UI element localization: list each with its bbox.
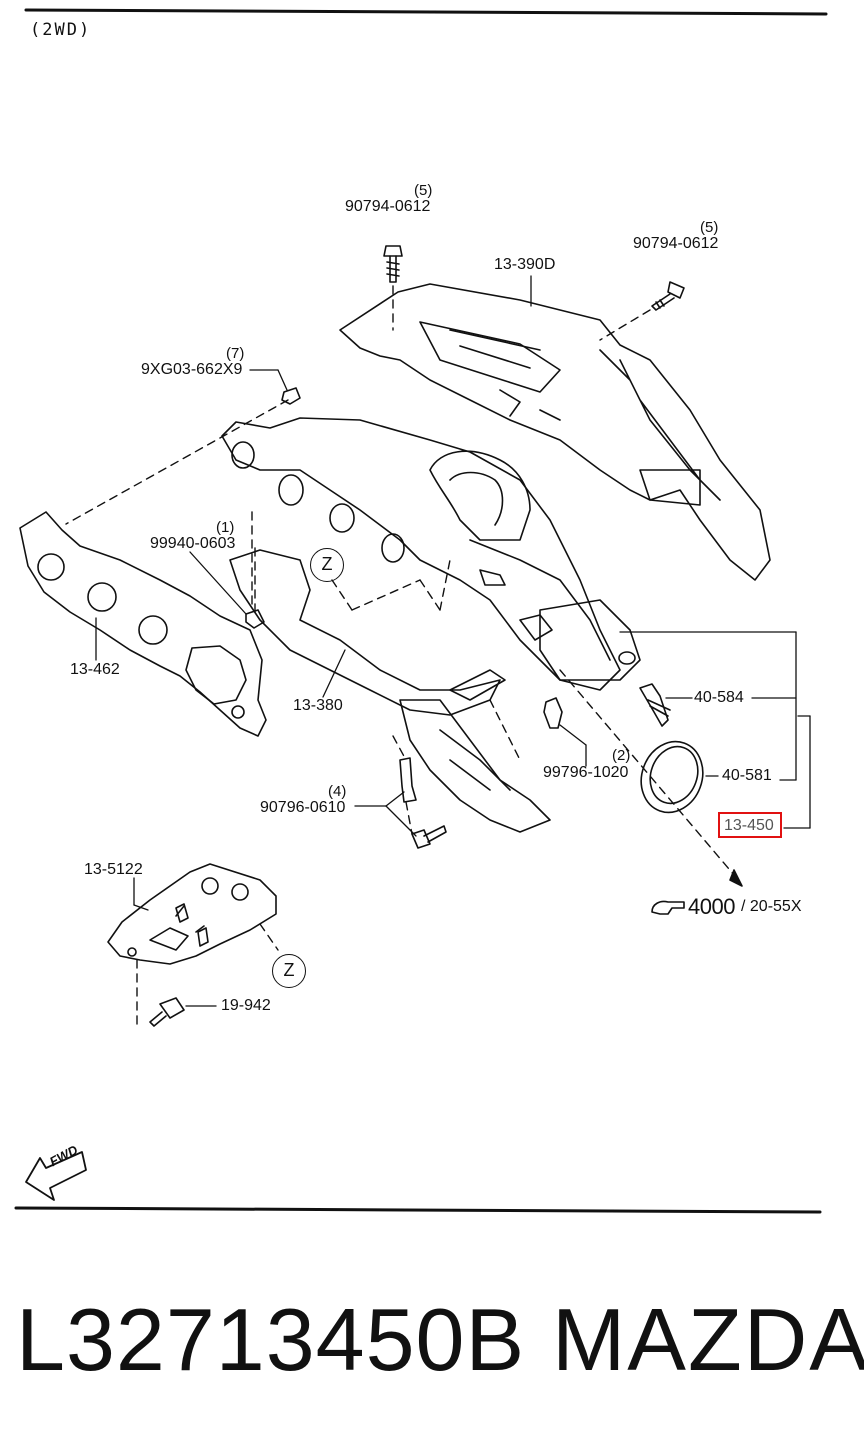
pointing-hand-icon: [651, 900, 685, 915]
variant-label: (2WD): [30, 20, 92, 40]
label-gasket-manifold: 13-462: [70, 661, 120, 678]
label-bolt-right: 90794-0612: [633, 235, 719, 252]
manifold-gasket: [19, 511, 267, 737]
qty-bolt-right: (5): [700, 219, 719, 236]
oxygen-sensor: [639, 683, 671, 727]
gasket-ring: [640, 740, 704, 814]
qty-bolt-top: (5): [414, 182, 433, 199]
label-stud-lower: 99796-1020: [543, 764, 629, 781]
qty-bolt-lower: (4): [328, 783, 347, 800]
label-bolt-lower: 90796-0610: [260, 799, 346, 816]
fwd-arrow-icon: [25, 1151, 87, 1201]
reference-group[interactable]: 4000: [688, 894, 735, 919]
label-stud: 99940-0603: [150, 535, 236, 552]
reference-subgroup: / 20-55X: [741, 898, 802, 915]
label-exhaust-manifold: 13-380: [293, 697, 343, 714]
fasteners: [149, 245, 685, 1027]
zone-mark-z-lower: Z: [272, 954, 306, 988]
bracket: [107, 863, 277, 965]
qty-nut: (7): [226, 345, 245, 362]
label-bracket: 13-5122: [84, 861, 143, 878]
label-heat-insulator: 13-390D: [494, 256, 556, 273]
exhaust-manifold: [221, 417, 641, 833]
zone-mark-z-upper: Z: [310, 548, 344, 582]
qty-stud: (1): [216, 519, 235, 536]
highlight-box: [718, 812, 782, 838]
label-bolt-top: 90794-0612: [345, 198, 431, 215]
label-ring: 40-581: [722, 767, 772, 784]
label-gasket-highlighted[interactable]: 13-450: [724, 817, 774, 834]
label-sensor: 40-584: [694, 689, 744, 706]
qty-stud-lower: (2): [612, 747, 631, 764]
label-bolt-bracket: 19-942: [221, 997, 271, 1014]
label-nut: 9XG03-662X9: [141, 361, 243, 378]
construction-lines: [65, 285, 741, 1027]
leader-lines: [95, 275, 811, 1007]
arrow-head: [729, 869, 743, 887]
part-number: L32713450B: [16, 1290, 526, 1389]
heat-insulator: [339, 283, 771, 581]
brand-name: MAZDA: [552, 1290, 864, 1389]
